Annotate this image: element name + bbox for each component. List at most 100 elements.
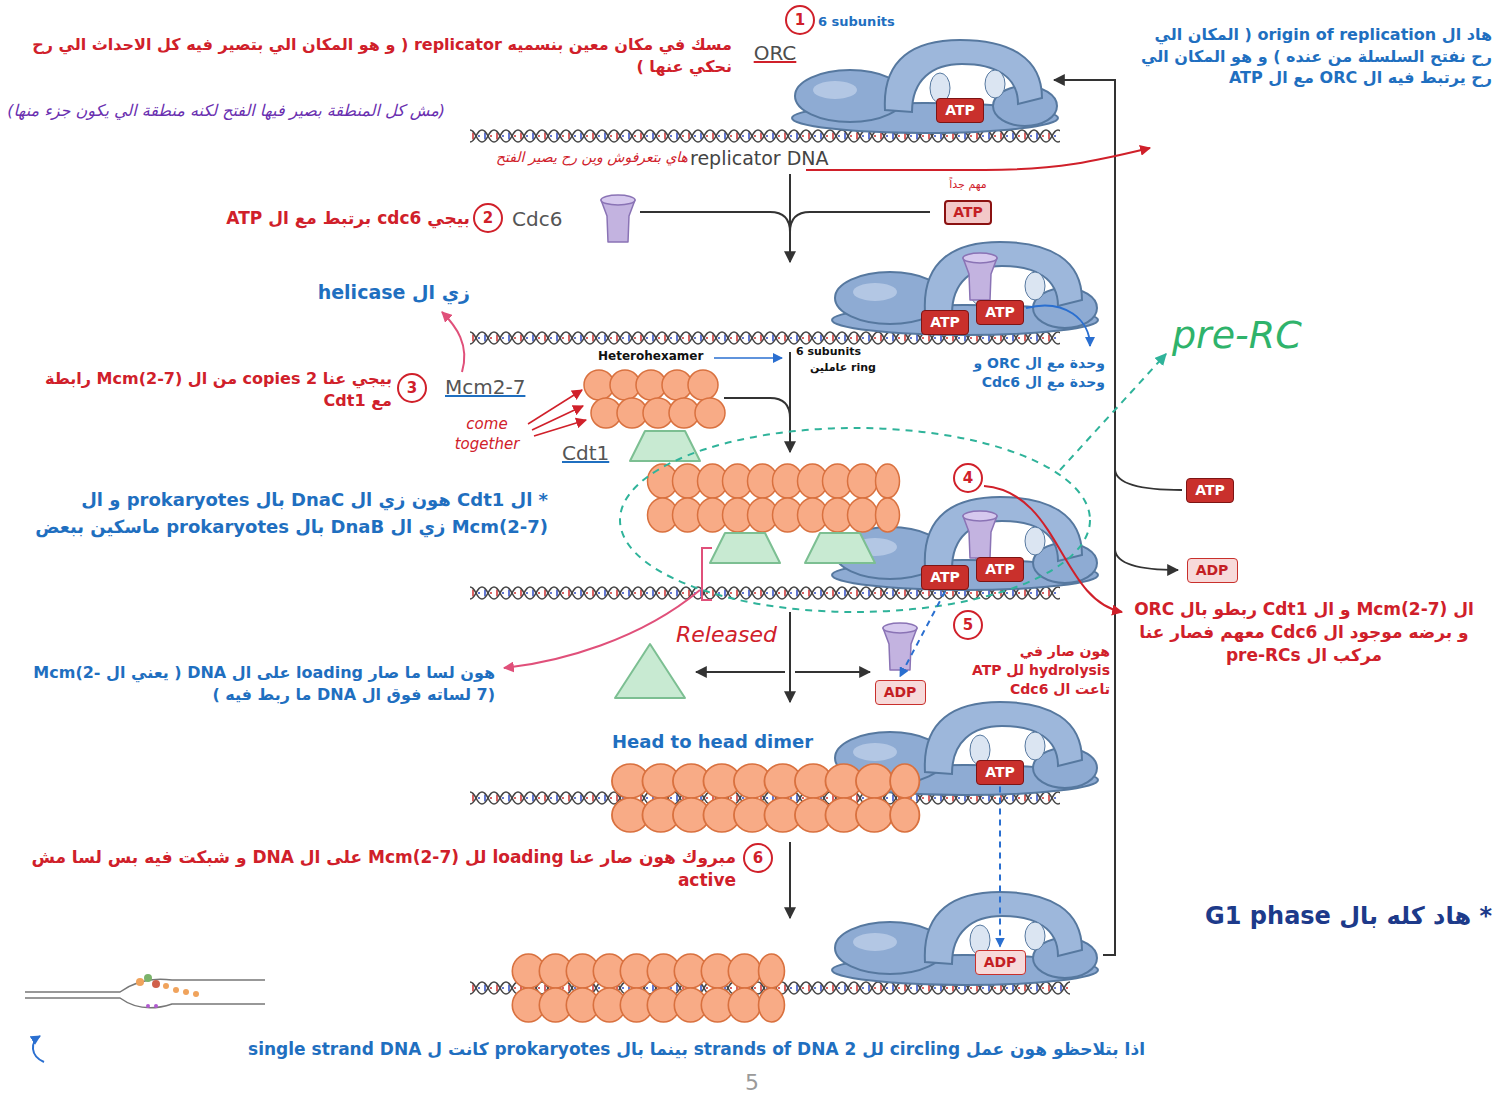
handwritten-note: come together (443, 414, 531, 455)
process-arrow (789, 174, 791, 262)
callout-circle (954, 611, 982, 639)
process-arrow (696, 671, 785, 673)
replication-bubble-thumbnail (25, 979, 265, 992)
node-text: ATP (985, 764, 1015, 781)
replication-bubble-thumbnail (154, 1004, 158, 1008)
mcm-helicase (584, 370, 718, 400)
nucleotide-box: ATP (944, 200, 992, 225)
replication-bubble-thumbnail (25, 998, 265, 1008)
subunit-note: 6 subunits (818, 13, 913, 31)
complex-name: pre-RC (1172, 310, 1382, 361)
cdt1-protein (630, 431, 700, 461)
process-arrow (640, 212, 790, 232)
callout-circle (744, 844, 772, 872)
node-text: ATP (930, 569, 960, 586)
annotation-arrow (33, 148, 1166, 1062)
callout-number: 4 (953, 468, 983, 488)
annotation: بيجي عنا 2 copies من ال Mcm(2-7) رابطة م… (20, 368, 392, 411)
emphasis-note: مهم جداً (935, 178, 1001, 193)
structure-note: ring عاملين (796, 361, 876, 376)
node-text: ATP (1195, 482, 1225, 499)
annotation: ال Mcm(2-7) و ال Cdt1 ربطو بال ORC و برض… (1128, 598, 1480, 667)
cdt1-protein (615, 431, 875, 698)
dna-label: replicator DNA (690, 146, 880, 172)
nucleotide-box: ATP (976, 760, 1024, 785)
nucleotide-box: ATP (976, 557, 1024, 582)
protein-name: Cdc6 (512, 206, 590, 233)
annotation: هاد ال origin of replication ( المكان ال… (1130, 24, 1492, 89)
process-arrow (789, 612, 791, 702)
annotation: هون صار في hydrolysis لل ATP تاعت ال Cdc… (968, 642, 1110, 699)
process-arrow (640, 80, 1182, 955)
node-text: ADP (884, 684, 917, 701)
protein-name: ORC (742, 40, 808, 67)
process-arrow (1115, 550, 1178, 570)
handwritten-note: هاي بتعرفوش وين رح يصير الفتح (448, 148, 688, 167)
replication-bubble-thumbnail (152, 980, 160, 988)
node-text: ATP (930, 314, 960, 331)
node-text: ATP (945, 102, 975, 119)
mcm-helicase (612, 764, 919, 832)
process-arrow (795, 671, 870, 673)
protein-name: Cdt1 (562, 440, 624, 467)
cdt1-protein (805, 533, 875, 563)
annotation-arrow (532, 406, 583, 430)
stage-name: Head to head dimer (612, 730, 824, 754)
replication-bubble-thumbnail (146, 1004, 150, 1008)
annotation-arrow (504, 590, 700, 668)
cdc6-protein (963, 511, 997, 558)
callout-number: 5 (953, 615, 983, 635)
annotation-arrow (714, 357, 782, 359)
replication-bubble-thumbnail (163, 983, 169, 989)
nucleotide-box: ATP (1186, 478, 1234, 503)
mcm-helicase (512, 370, 919, 1022)
annotation: اذا بتلاحظو هون عمل circling لل 2 strand… (45, 1038, 1145, 1061)
nucleotide-box: ATP (921, 565, 969, 590)
protein-name: Mcm2-7 (445, 374, 560, 401)
process-arrow (1115, 470, 1182, 490)
cdt1-protein (615, 644, 685, 698)
structure-note: Heterohexamer (598, 348, 712, 364)
mcm-helicase (512, 954, 784, 1022)
replication-bubble-thumbnail (144, 974, 152, 982)
annotation: هون لسا ما صار loading على ال DNA ( يعني… (20, 662, 495, 705)
callout-number: 6 (743, 848, 773, 868)
nucleotide-box: ATP (936, 98, 984, 123)
node-text: ADP (984, 954, 1017, 971)
callout-circle (954, 464, 982, 492)
process-arrow (789, 352, 791, 452)
mcm-helicase (591, 398, 725, 428)
cdc6-protein (601, 195, 635, 242)
cdc6-protein (963, 253, 997, 300)
annotation-arrow (806, 148, 1150, 170)
annotation-arrow (1026, 306, 1090, 346)
callout-number: 3 (397, 378, 427, 398)
process-arrow (789, 842, 791, 918)
annotation: بيجي cdc6 برتبط مع ال ATP (150, 207, 470, 230)
annotation: * ال Cdt1 هون زي ال DnaC بال prokaryotes… (20, 486, 548, 540)
replication-bubble-thumbnail (193, 991, 199, 997)
annotation-arrow (984, 486, 1122, 612)
orc-complex (832, 892, 1098, 985)
callout-circle (398, 374, 426, 402)
callout-circle (786, 6, 814, 34)
cdc6-protein (883, 623, 917, 670)
annotation-arrow (620, 428, 1090, 612)
callout-number: 1 (785, 10, 815, 30)
hydrolysis-arrow (900, 592, 945, 677)
orc-complex (832, 242, 1098, 335)
mcm-helicase (648, 464, 900, 532)
phase-note: * هاد كله بال G1 phase (1130, 900, 1492, 932)
process-arrow (1054, 80, 1115, 955)
callout-circle (398, 6, 982, 872)
node-text: ADP (1196, 562, 1229, 579)
callout-circle (474, 204, 502, 232)
node-text: ATP (953, 204, 983, 221)
nucleotide-box: ADP (1187, 558, 1238, 583)
cdc6-protein (601, 195, 997, 670)
annotation: مبروك هون صار عنا loading لل Mcm(2-7) عل… (20, 846, 736, 892)
structure-note: 6 subunits (796, 345, 876, 360)
callout-number: 2 (473, 208, 503, 228)
node-text: ATP (985, 561, 1015, 578)
replication-bubble-thumbnail (25, 974, 265, 1008)
